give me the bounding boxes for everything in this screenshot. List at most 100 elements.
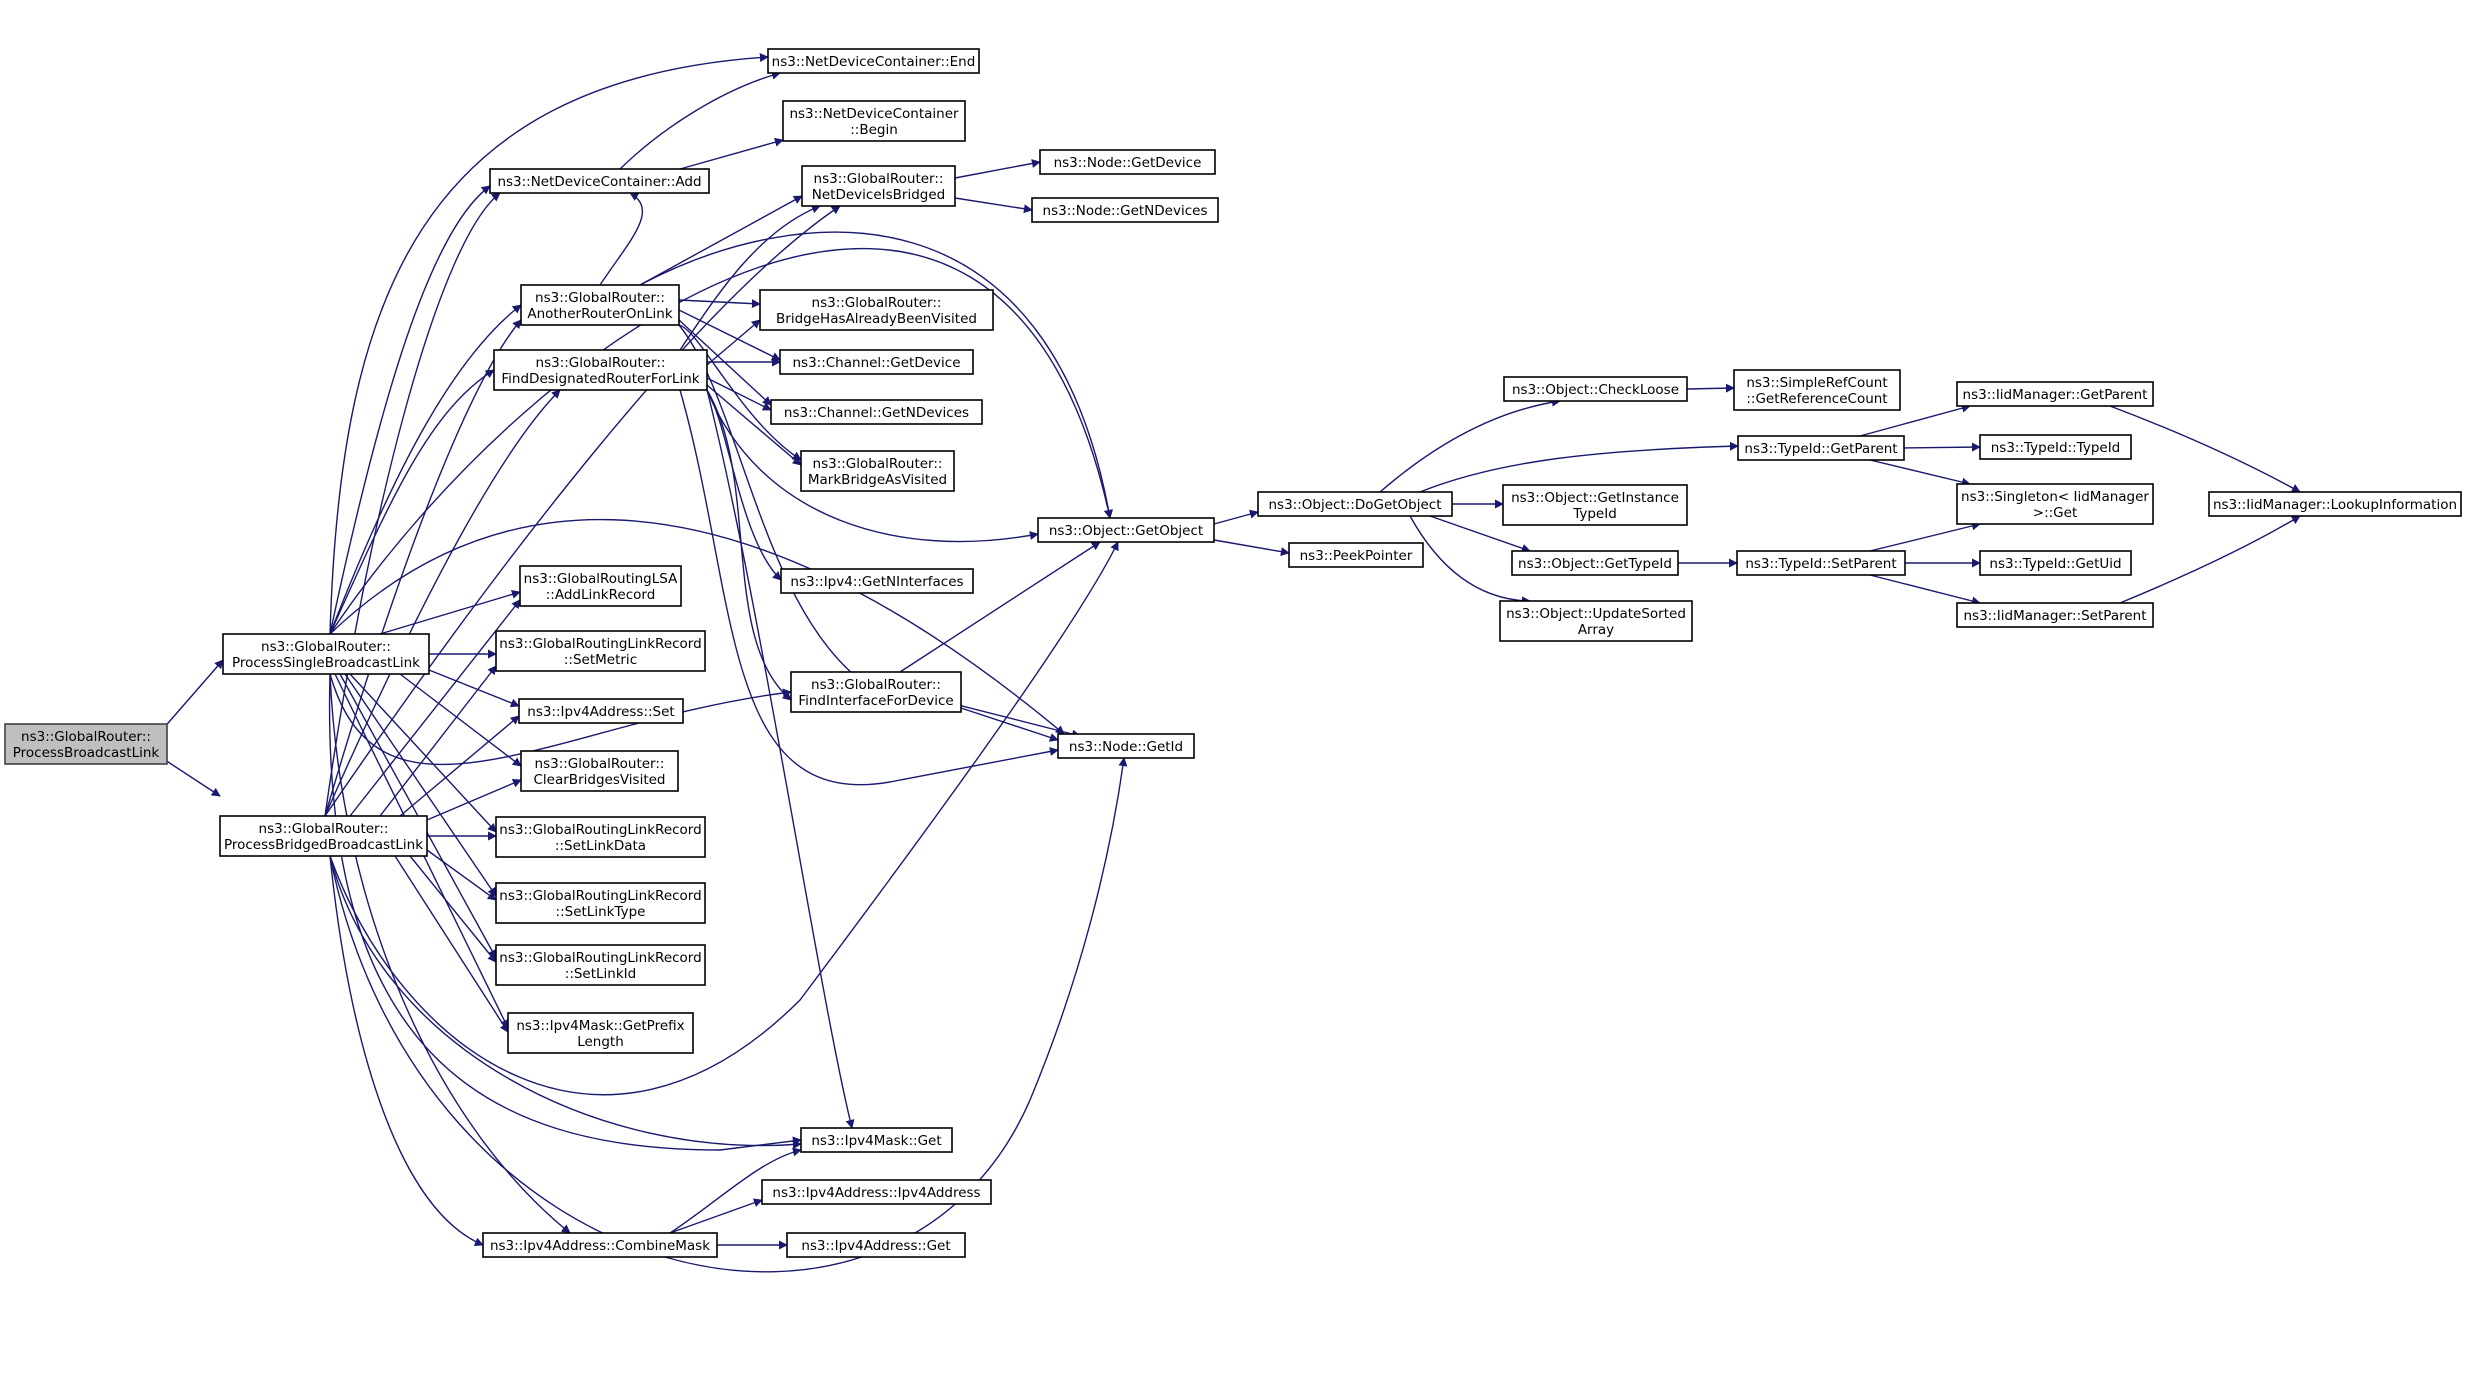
node-aroll[interactable]: ns3::GlobalRouter::AnotherRouterOnLink <box>520 284 680 326</box>
edge-root-to-pbbl <box>161 757 221 797</box>
node-box <box>800 1127 953 1153</box>
node-label: >::Get <box>2033 505 2077 521</box>
edge-aroll-to-ndc_add <box>599 192 643 286</box>
node-ndc-begin[interactable]: ns3::NetDeviceContainer::Begin <box>782 100 966 142</box>
node-mask-get[interactable]: ns3::Ipv4Mask::Get <box>800 1127 953 1153</box>
node-singleton-get[interactable]: ns3::Singleton< IidManager>::Get <box>1956 483 2154 525</box>
node-node-getdevice[interactable]: ns3::Node::GetDevice <box>1039 149 1216 175</box>
node-obj-checkloose[interactable]: ns3::Object::CheckLoose <box>1503 376 1688 402</box>
edge-line <box>1419 441 1739 493</box>
node-box <box>759 289 994 331</box>
edge-fifd-to-obj_getobject <box>899 541 1101 673</box>
node-tid-typeid[interactable]: ns3::TypeId::TypeId <box>1979 434 2132 460</box>
edge-tid_setparent-to-singleton_get <box>1869 521 1981 552</box>
node-obj-dogetobject[interactable]: ns3::Object::DoGetObject <box>1257 491 1453 517</box>
node-iid-lookup[interactable]: ns3::IidManager::LookupInformation <box>2208 491 2462 517</box>
node-tid-setparent[interactable]: ns3::TypeId::SetParent <box>1736 550 1906 576</box>
node-psbl[interactable]: ns3::GlobalRouter::ProcessSingleBroadcas… <box>222 633 430 675</box>
node-peekpointer[interactable]: ns3::PeekPointer <box>1288 542 1424 568</box>
node-glr-setmetric[interactable]: ns3::GlobalRoutingLinkRecord::SetMetric <box>495 630 706 672</box>
node-label: Length <box>577 1034 624 1050</box>
node-src-getref[interactable]: ns3::SimpleRefCount::GetReferenceCount <box>1733 369 1901 411</box>
edge-line <box>324 192 501 817</box>
node-glr-setlinkid[interactable]: ns3::GlobalRoutingLinkRecord::SetLinkId <box>495 944 706 986</box>
node-label: ns3::GlobalRouter:: <box>535 756 665 772</box>
node-bhabv[interactable]: ns3::GlobalRouter::BridgeHasAlreadyBeenV… <box>759 289 994 331</box>
node-box <box>520 750 679 792</box>
node-tid-getparent[interactable]: ns3::TypeId::GetParent <box>1737 435 1905 461</box>
node-node-getndevices[interactable]: ns3::Node::GetNDevices <box>1031 197 1219 223</box>
node-box <box>1037 517 1215 543</box>
node-label: BridgeHasAlreadyBeenVisited <box>776 311 977 327</box>
node-iid-getparent[interactable]: ns3::IidManager::GetParent <box>1956 381 2154 407</box>
edge-line <box>1903 442 1981 452</box>
node-tid-getuid[interactable]: ns3::TypeId::GetUid <box>1979 550 2132 576</box>
node-ipv4addr-set[interactable]: ns3::Ipv4Address::Set <box>518 698 684 724</box>
node-glr-setlinkdata[interactable]: ns3::GlobalRoutingLinkRecord::SetLinkDat… <box>495 816 706 858</box>
node-node-getid[interactable]: ns3::Node::GetId <box>1057 733 1195 759</box>
node-label: ns3::NetDeviceContainer <box>789 106 959 122</box>
node-ndc-end[interactable]: ns3::NetDeviceContainer::End <box>767 48 980 74</box>
node-box <box>1499 600 1693 642</box>
node-fdrfl[interactable]: ns3::GlobalRouter::FindDesignatedRouterF… <box>493 349 708 391</box>
node-label: ProcessBridgedBroadcastLink <box>224 837 423 853</box>
node-box <box>790 671 962 713</box>
edge-ndc_add-to-ndc_begin <box>679 137 784 170</box>
edge-pbbl-to-glr_setlinktype <box>426 849 497 901</box>
edge-line <box>409 855 497 963</box>
edge-line <box>1429 515 1531 553</box>
edge-fdrfl-to-mbav <box>706 384 802 466</box>
node-fifd[interactable]: ns3::GlobalRouter::FindInterfaceForDevic… <box>790 671 962 713</box>
edge-ndc_add-to-ndc_end <box>619 70 781 170</box>
edge-pbbl-to-glr_setlinkid <box>409 855 497 963</box>
node-addr-get[interactable]: ns3::Ipv4Address::Get <box>786 1232 966 1258</box>
edge-line <box>599 192 643 286</box>
node-label: ns3::Singleton< IidManager <box>1961 489 2149 505</box>
node-label: ns3::GlobalRouter:: <box>813 456 943 472</box>
node-glr-setlinktype[interactable]: ns3::GlobalRoutingLinkRecord::SetLinkTyp… <box>495 882 706 924</box>
node-chan-getndevices[interactable]: ns3::Channel::GetNDevices <box>770 399 983 425</box>
node-label: ns3::GlobalRouter:: <box>811 677 941 693</box>
edge-pbbl-to-ndib <box>324 205 841 817</box>
node-mbav[interactable]: ns3::GlobalRouter::MarkBridgeAsVisited <box>800 450 955 492</box>
edge-line <box>678 309 781 361</box>
node-root[interactable]: ns3::GlobalRouter::ProcessBroadcastLink <box>4 723 168 765</box>
node-pbbl[interactable]: ns3::GlobalRouter::ProcessBridgedBroadca… <box>219 815 428 857</box>
node-cbv[interactable]: ns3::GlobalRouter::ClearBridgesVisited <box>520 750 679 792</box>
node-label: MarkBridgeAsVisited <box>808 472 947 488</box>
edge-pbbl-to-cbv <box>426 779 522 821</box>
edge-line <box>379 665 497 817</box>
node-addr-ctor[interactable]: ns3::Ipv4Address::Ipv4Address <box>761 1179 992 1205</box>
node-chan-getdevice[interactable]: ns3::Channel::GetDevice <box>779 349 974 375</box>
node-label: ns3::Node::GetDevice <box>1054 155 1202 171</box>
edge-obj_dogetobject-to-obj_gettypeid <box>1429 515 1531 553</box>
node-ndib[interactable]: ns3::GlobalRouter::NetDeviceIsBridged <box>801 165 956 207</box>
edge-line <box>329 304 522 635</box>
edge-fdrfl-to-node_getid <box>679 389 1059 786</box>
edge-line <box>619 70 781 170</box>
node-ndc-add[interactable]: ns3::NetDeviceContainer::Add <box>489 168 710 194</box>
node-label: ::SetLinkData <box>555 838 646 854</box>
node-obj-getobject[interactable]: ns3::Object::GetObject <box>1037 517 1215 543</box>
node-label: ns3::Object::GetTypeId <box>1518 556 1672 572</box>
node-iid-setparent[interactable]: ns3::IidManager::SetParent <box>1956 602 2154 628</box>
node-addr-combine[interactable]: ns3::Ipv4Address::CombineMask <box>482 1232 718 1258</box>
node-label: ns3::GlobalRoutingLinkRecord <box>499 822 701 838</box>
edge-line <box>706 389 792 701</box>
node-label: ns3::GlobalRoutingLSA <box>524 571 678 587</box>
edge-addr_combine-to-addr_ctor <box>669 1198 763 1234</box>
node-label: ::SetLinkType <box>556 904 646 920</box>
node-ipv4-getnif[interactable]: ns3::Ipv4::GetNInterfaces <box>780 568 974 594</box>
edge-pbbl-to-ipv4addr_set <box>399 715 520 817</box>
node-box <box>1956 381 2154 407</box>
node-label: ns3::GlobalRouter:: <box>535 290 665 306</box>
node-obj-gettypeid[interactable]: ns3::Object::GetTypeId <box>1511 550 1679 576</box>
node-label: ns3::Ipv4Address::CombineMask <box>490 1238 710 1254</box>
edge-line <box>428 669 520 708</box>
node-box <box>1502 484 1688 526</box>
node-glsa-addlink[interactable]: ns3::GlobalRoutingLSA::AddLinkRecord <box>519 565 682 607</box>
node-label: Array <box>1578 622 1614 638</box>
